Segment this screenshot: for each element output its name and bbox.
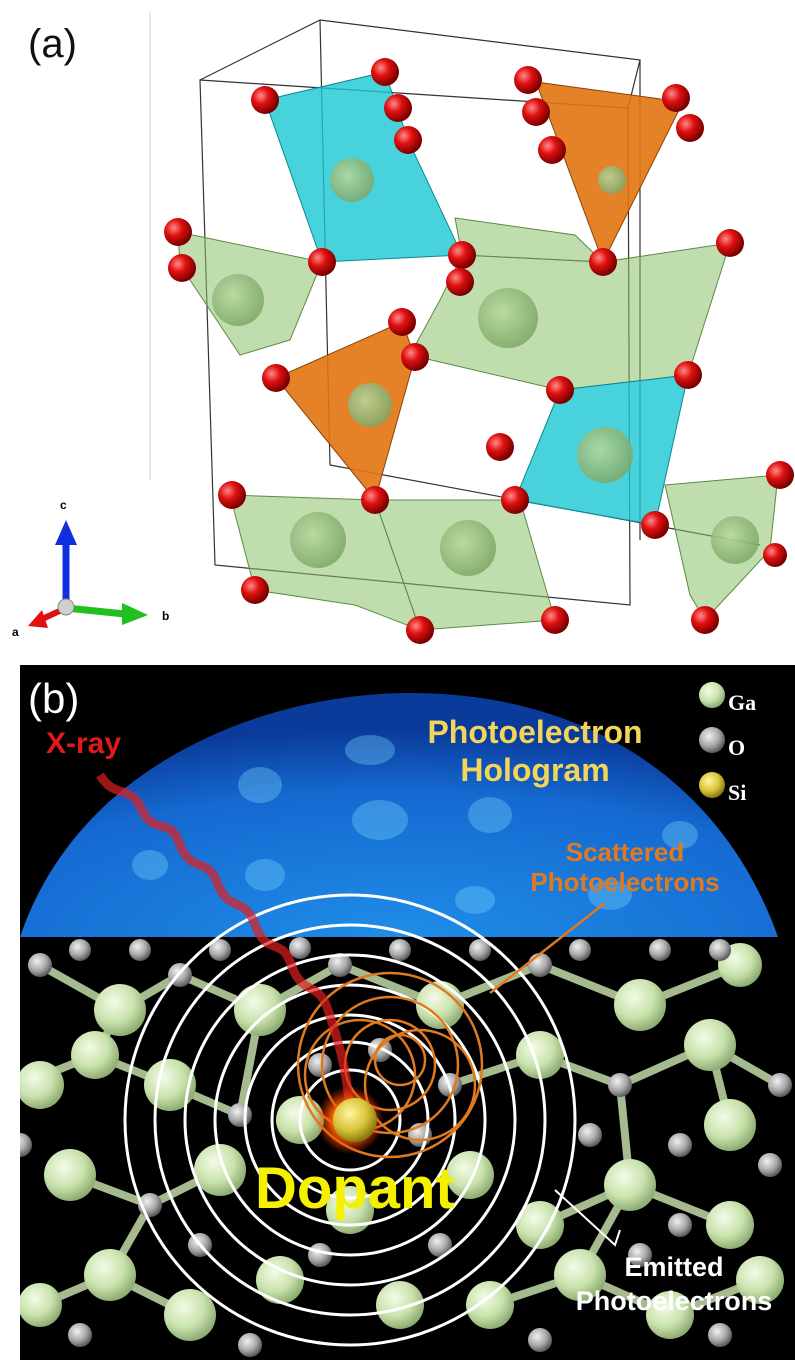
axis-label-c: c	[60, 498, 67, 512]
o-atoms-b	[20, 937, 792, 1357]
hologram-label-line1: Photoelectron	[427, 714, 643, 750]
panel-a-label: (a)	[28, 22, 77, 66]
legend: Ga O Si	[728, 680, 756, 815]
scattered-label: Scattered Photoelectrons	[520, 837, 730, 897]
dopant-atom	[333, 1098, 377, 1142]
legend-item-si: Si	[728, 780, 747, 805]
axis-label-b: b	[162, 609, 170, 623]
hologram-label-line2: Hologram	[460, 752, 610, 788]
crystal-structure-drawing	[28, 12, 794, 644]
emitted-label-line1: Emitted	[624, 1252, 724, 1282]
legend-markers	[699, 682, 725, 798]
emitted-photoelectron-rings	[123, 893, 577, 1347]
hologram-label: Photoelectron Hologram	[400, 713, 670, 789]
dopant-label: Dopant	[255, 1156, 455, 1221]
panel-b-label: (b)	[28, 675, 80, 722]
axis-label-a: a	[12, 625, 19, 639]
scattered-photoelectron-rings	[296, 971, 484, 1159]
emitted-label-line2: Photoelectrons	[575, 1286, 773, 1316]
panel-a-crystal-structure: (a) c b a	[0, 0, 795, 655]
legend-item-ga: Ga	[728, 690, 757, 715]
ga-atoms-b	[20, 943, 784, 1341]
emitted-label: Emitted Photoelectrons	[555, 1250, 793, 1318]
x-ray-beam	[96, 772, 355, 1111]
panel-b-photoelectron-holography: (b) X-ray Photoelectron Hologram Scatter…	[20, 665, 795, 1360]
axis-triad	[28, 520, 148, 628]
oxygen-atoms	[164, 58, 794, 644]
holography-illustration	[20, 682, 792, 1357]
scattered-label-line2: Photoelectrons	[530, 867, 720, 897]
ga-atoms-a	[212, 158, 759, 576]
x-ray-label: X-ray	[46, 727, 122, 760]
scattered-pointer	[489, 902, 606, 994]
hologram-spots	[132, 735, 698, 914]
scattered-label-line1: Scattered	[565, 837, 685, 867]
legend-item-o: O	[728, 735, 746, 760]
emitted-pointer	[554, 1189, 621, 1247]
